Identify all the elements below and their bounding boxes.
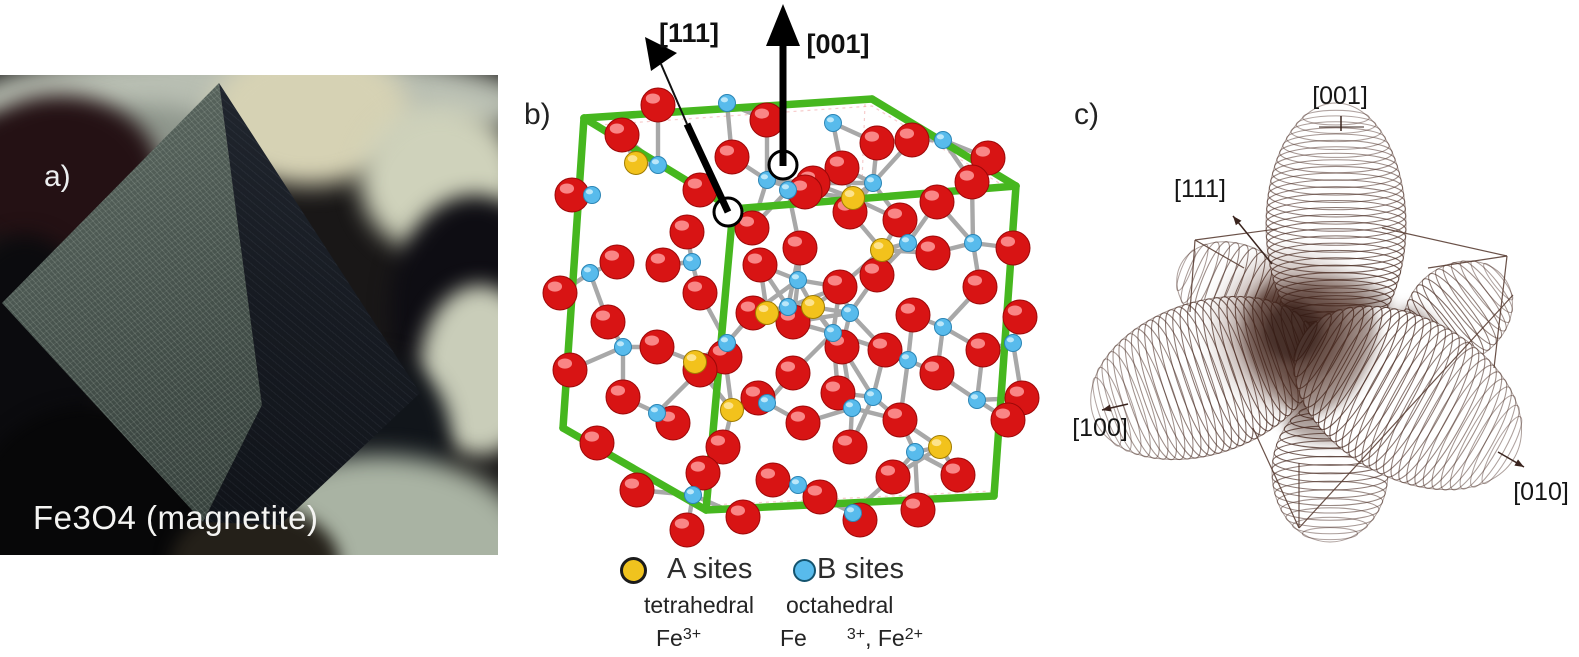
photo-caption: Fe3O4 (magnetite) (33, 499, 319, 536)
a-ion-symbol: Fe (656, 625, 683, 651)
c-axis-001-label: [001] (1312, 82, 1368, 110)
a-site-legend-title: A sites (667, 553, 753, 585)
panel-c-label: c) (1074, 98, 1099, 131)
c-axis-100-label: [100] (1072, 414, 1128, 442)
b-site-legend-ion: Fe 3+, Fe2+ (780, 625, 923, 652)
b-ion1-charge: 3+ (846, 626, 866, 643)
b-site-legend-subtitle: octahedral (786, 592, 894, 618)
a-site-legend-ion: Fe3+ (656, 625, 701, 652)
b-axis-001-label: [001] (806, 29, 870, 59)
b-axis-111-label: [111] (658, 18, 720, 48)
b-site-legend-swatch (793, 559, 816, 582)
a-site-legend-swatch (620, 557, 647, 584)
structure-svg (542, 4, 1040, 548)
b-ion1-symbol: Fe (780, 625, 807, 651)
c-axis-010-label: [010] (1513, 478, 1569, 506)
panel-a-label: a) (44, 160, 71, 193)
b-site-legend-title: B sites (817, 553, 905, 585)
a-ion-charge: 3+ (682, 626, 702, 643)
a-site-legend-subtitle: tetrahedral (644, 592, 754, 618)
panel-b-label: b) (524, 98, 551, 131)
anisotropy-svg (1090, 102, 1525, 543)
c-axis-111-label: [111] (1174, 175, 1226, 203)
magnetite-photo: a) Fe3O4 (magnetite) (0, 75, 498, 555)
b-ion2-charge: 2+ (904, 626, 923, 643)
b-ion-separator: , Fe (865, 625, 905, 651)
